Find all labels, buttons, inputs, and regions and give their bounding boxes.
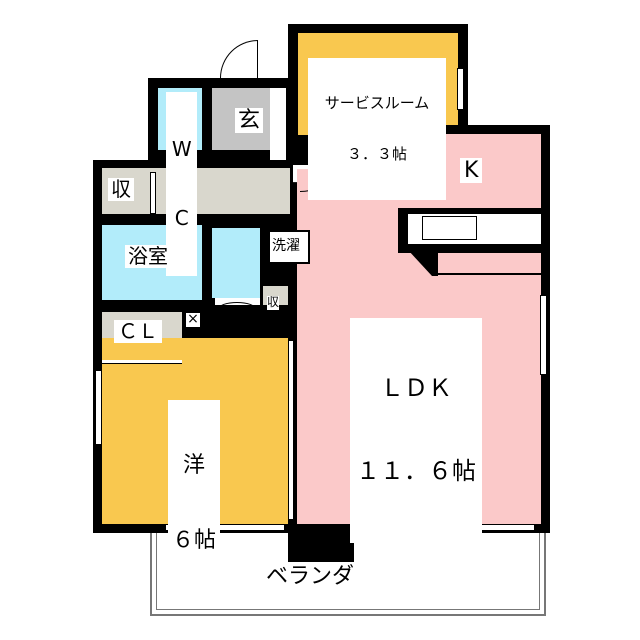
closet-label: ＣＬ (114, 320, 162, 343)
column (288, 528, 354, 562)
small-storage-label: 収 (267, 295, 280, 310)
ldk-name: ＬＤＫ (380, 374, 452, 403)
ldk-label: ＬＤＫ １１．６帖 (350, 318, 482, 543)
wc-label-w: W (171, 137, 192, 161)
shoe-box (270, 88, 286, 160)
sliding-door (288, 340, 294, 520)
kitchen-label: K (460, 158, 483, 184)
window (95, 370, 102, 445)
service-room-size: ３．３帖 (346, 145, 407, 164)
window (540, 295, 547, 375)
storage-door (150, 172, 156, 214)
western-name: 洋 (183, 452, 206, 478)
service-room-label: サービスルーム ３．３帖 (308, 58, 446, 200)
entrance-door[interactable] (220, 40, 258, 78)
pipe-shaft-icon: × (185, 312, 201, 328)
service-room-name: サービスルーム (324, 93, 430, 112)
window (165, 524, 285, 531)
wc-label: W C (166, 92, 198, 276)
washroom (212, 228, 260, 298)
balcony (150, 528, 546, 616)
balcony-rail (156, 528, 540, 610)
bathroom-label: 浴室 (125, 245, 171, 268)
western-label: 洋 ６帖 (168, 400, 221, 607)
window (457, 68, 464, 110)
balcony-label: ベランダ (262, 564, 359, 590)
western-size: ６帖 (172, 528, 217, 554)
closet-door (102, 360, 182, 364)
corridor-storage-label: 収 (108, 178, 134, 201)
laundry-label: 洗濯 (272, 238, 300, 255)
ldk-size: １１．６帖 (356, 456, 476, 485)
counter-line (436, 273, 541, 275)
wc-label-c: C (174, 206, 189, 230)
entrance-label: 玄 (235, 108, 264, 134)
sink (422, 216, 477, 240)
